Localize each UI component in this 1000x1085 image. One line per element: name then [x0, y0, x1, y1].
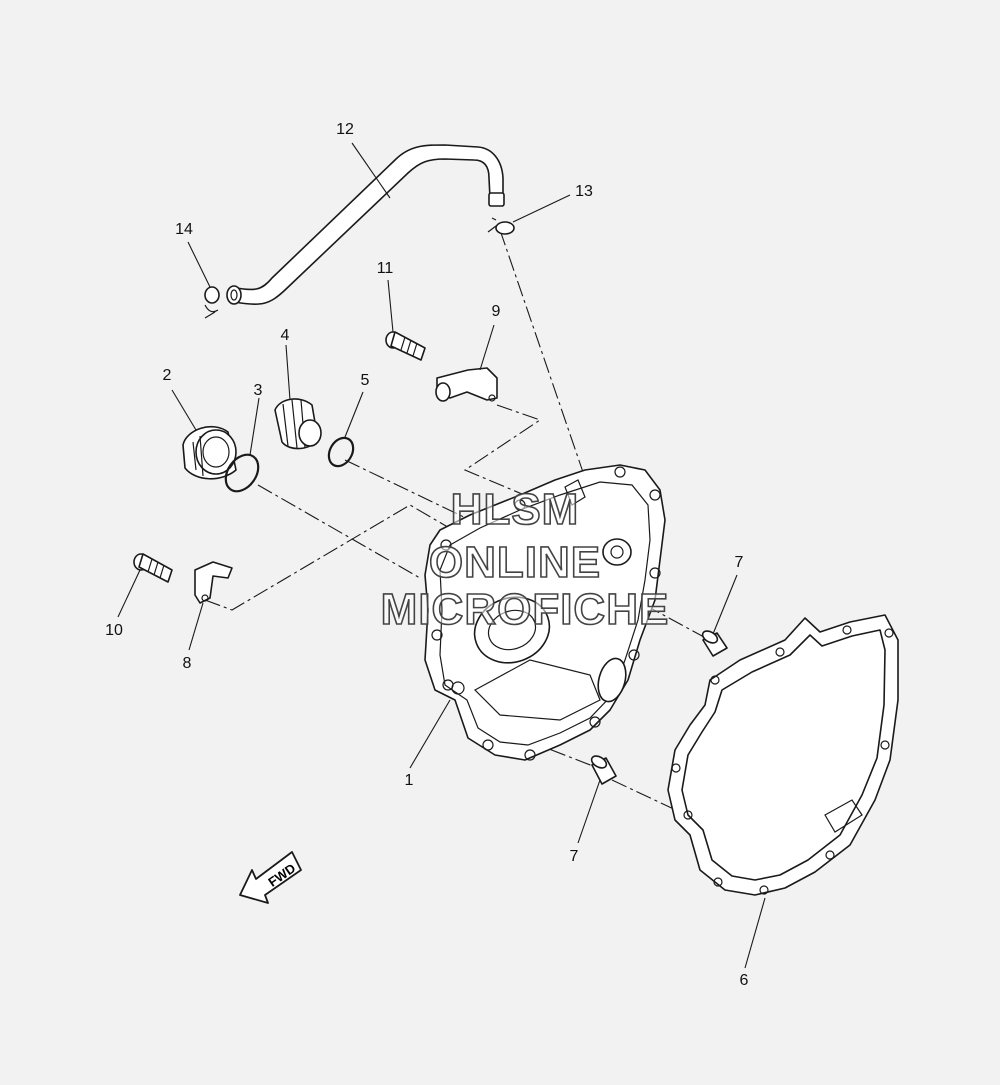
- callout-10: 10: [105, 622, 123, 639]
- part-2-plug[interactable]: [182, 426, 237, 480]
- part-3-o-ring[interactable]: [219, 449, 265, 498]
- part-1-crankcase-cover[interactable]: [424, 464, 666, 761]
- callout-6: 6: [739, 972, 749, 989]
- callout-3: 3: [253, 382, 263, 399]
- part-7-dowel-pin-upper[interactable]: [701, 629, 728, 657]
- part-5-o-ring[interactable]: [324, 434, 358, 471]
- part-4-plug[interactable]: [274, 398, 322, 450]
- callout-7-lower: 7: [569, 848, 579, 865]
- leader-lines: [117, 142, 766, 969]
- part-9-bracket[interactable]: [435, 367, 498, 402]
- callout-9: 9: [491, 303, 501, 320]
- callout-7-upper: 7: [734, 554, 744, 571]
- part-13-hose-clip[interactable]: [487, 217, 515, 235]
- callout-8: 8: [182, 655, 192, 672]
- callout-14: 14: [175, 221, 193, 238]
- fwd-arrow-icon: FWD: [239, 851, 302, 904]
- callout-1: 1: [404, 772, 414, 789]
- part-12-hose[interactable]: [226, 144, 505, 306]
- callout-12: 12: [336, 121, 354, 138]
- callout-13: 13: [575, 183, 593, 200]
- callout-11: 11: [376, 260, 394, 277]
- part-6-gasket[interactable]: [667, 614, 899, 896]
- callout-5: 5: [360, 372, 370, 389]
- part-14-hose-clip[interactable]: [204, 286, 220, 319]
- part-7-dowel-pin-lower[interactable]: [590, 754, 617, 785]
- callout-4: 4: [280, 327, 290, 344]
- part-10-bolt[interactable]: [133, 553, 173, 583]
- callout-2: 2: [162, 367, 172, 384]
- part-8-bracket[interactable]: [194, 561, 233, 604]
- part-11-bolt[interactable]: [385, 331, 426, 361]
